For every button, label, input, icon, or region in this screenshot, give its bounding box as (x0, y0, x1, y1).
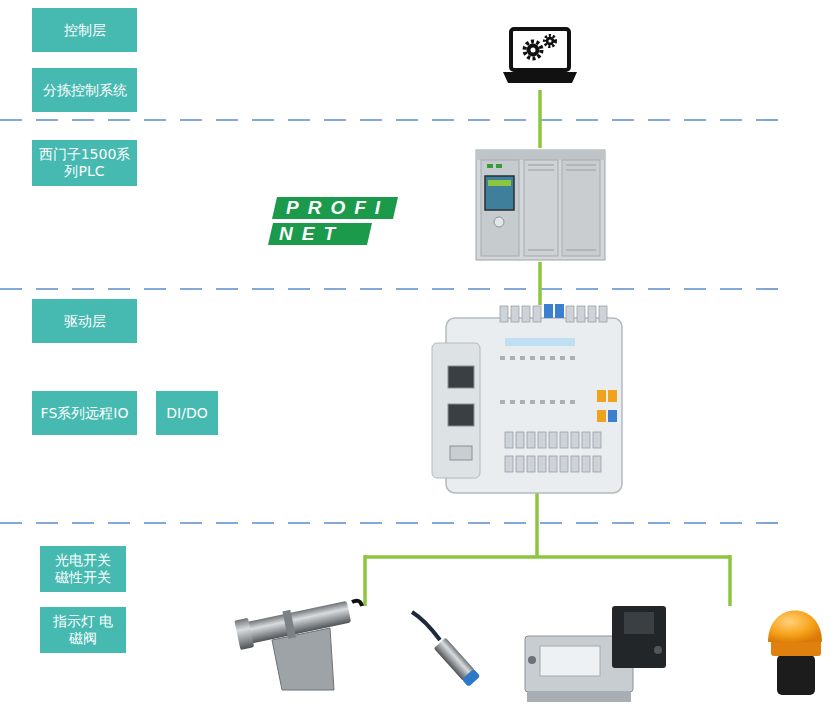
logo-band (272, 197, 398, 219)
gear-teeth (545, 36, 556, 47)
plc-picture (476, 150, 605, 260)
label-text: 光电开关 磁性开关 (46, 552, 120, 586)
valve-connector (624, 612, 654, 634)
io-label-strip (505, 338, 575, 346)
terminal-row (505, 432, 601, 472)
lamp-dome (768, 611, 822, 643)
gear-hole (531, 48, 536, 53)
indicator-lamp (768, 611, 822, 696)
photoelectric-sensor (234, 597, 362, 690)
remote-io-picture (432, 304, 622, 493)
power-plug (450, 446, 472, 460)
solenoid-valve (525, 606, 666, 702)
logo-text: NET (279, 223, 344, 244)
label-text: FS系列远程IO (41, 405, 129, 422)
device-label: 指示灯 电磁阀 (40, 607, 126, 653)
wire (365, 555, 730, 559)
layer-label: 分拣控制系统 (32, 68, 137, 112)
device-label: DI/DO (156, 391, 218, 435)
logo-text: PROFI (286, 197, 389, 218)
plc-top (476, 150, 605, 160)
led-row (500, 356, 575, 404)
ethernet-port (448, 404, 474, 426)
terminal-row (500, 306, 607, 322)
wire (538, 90, 542, 148)
logo-band (268, 223, 372, 245)
network-wire (365, 90, 730, 606)
device-label: 光电开关 磁性开关 (40, 546, 126, 592)
plc-led (487, 164, 493, 168)
plc-display-bar (488, 180, 511, 186)
lamp-collar (771, 640, 821, 656)
ethernet-port (448, 366, 474, 388)
wire (728, 555, 732, 606)
label-text: 西门子1500系列PLC (38, 146, 131, 180)
sensor-bracket (272, 628, 334, 690)
profinet-logo (268, 197, 398, 245)
label-text: 驱动层 (64, 313, 106, 330)
dashed-line (0, 288, 782, 290)
valve-coil (612, 606, 666, 668)
device-label: FS系列远程IO (32, 391, 137, 435)
gear-hole (548, 39, 551, 42)
plc-front (481, 160, 519, 256)
plc-led (496, 164, 502, 168)
sensor-cable (352, 601, 362, 606)
layer-label: 控制层 (32, 8, 137, 52)
plc-panel (524, 160, 558, 256)
label-text: 分拣控制系统 (43, 82, 127, 99)
plc-panel (562, 160, 600, 256)
valve-screw (654, 646, 662, 654)
laptop-icon (503, 29, 577, 83)
lamp-base (777, 655, 815, 695)
wire (363, 555, 367, 606)
terminal-tab (608, 410, 617, 422)
wire (538, 262, 542, 305)
label-text: 控制层 (64, 22, 106, 39)
plc-vents (528, 165, 596, 250)
gear (546, 37, 554, 45)
gear (527, 44, 540, 57)
plc-body (476, 150, 605, 260)
device-label: 西门子1500系列PLC (32, 140, 137, 186)
layer-separator (0, 120, 782, 523)
io-network-part (432, 343, 480, 478)
gear-teeth (525, 42, 542, 59)
sensor-head (234, 618, 254, 650)
proximity-switch (412, 612, 480, 687)
label-text: DI/DO (166, 405, 207, 422)
valve-plate (540, 646, 600, 676)
plc-button (494, 217, 504, 227)
switch-tip (462, 669, 481, 687)
sensor-nut (282, 610, 296, 639)
laptop-base (503, 72, 577, 83)
laptop-screen (511, 29, 569, 70)
layer-label: 驱动层 (32, 299, 137, 343)
valve-base (527, 692, 631, 702)
terminal-tab (597, 390, 617, 422)
sensor-body (243, 601, 351, 645)
terminal-tab (544, 304, 564, 318)
switch-cable (412, 612, 440, 640)
valve-port (528, 656, 536, 664)
label-text: 指示灯 电磁阀 (46, 613, 120, 647)
dashed-line (0, 522, 782, 524)
plc-display (485, 176, 514, 210)
dashed-line (0, 119, 782, 121)
